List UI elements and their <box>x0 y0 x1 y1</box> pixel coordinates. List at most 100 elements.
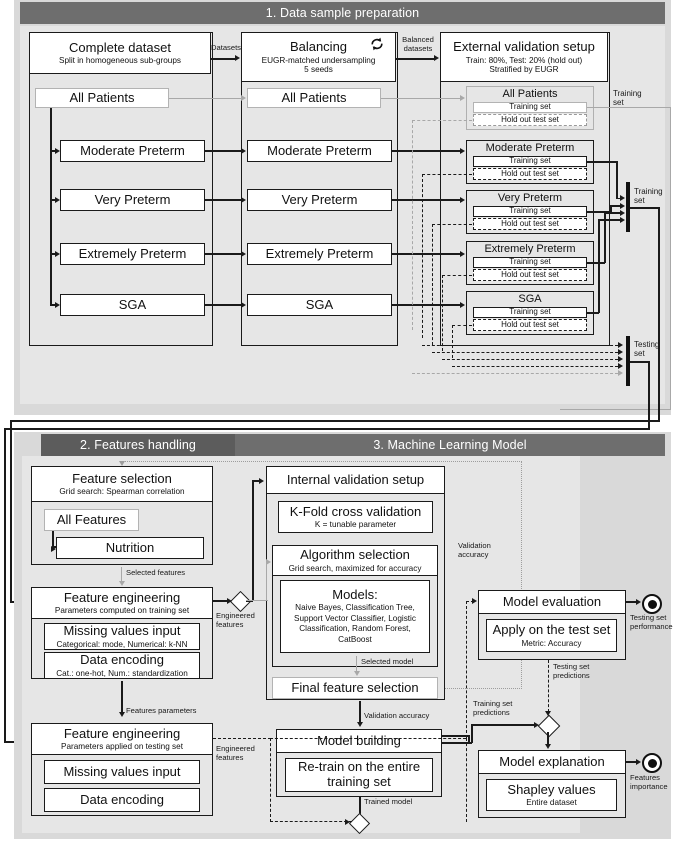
c1-sga[interactable]: SGA <box>60 294 205 316</box>
c1-all-patients-label: All Patients <box>69 89 135 105</box>
model-explanation-shapley-box[interactable]: Shapley values Entire dataset <box>486 779 617 811</box>
ap-holdout-rail-h <box>412 120 472 121</box>
ap-arrow-2 <box>460 95 465 101</box>
c1-extremely-preterm[interactable]: Extremely Preterm <box>60 243 205 265</box>
diamond-to-algo-h <box>246 600 268 602</box>
vp-holdout-rail-v <box>432 224 433 345</box>
ep-train-feed-h1 <box>587 262 605 264</box>
c3-ep-training-set[interactable]: Training set <box>473 257 587 268</box>
balancing-box[interactable]: Balancing EUGR-matched undersampling 5 s… <box>241 32 396 82</box>
testing-feed-3 <box>442 359 618 360</box>
allfeat-nutrition-arrow <box>51 545 56 552</box>
feature-engineering-train-box[interactable]: Feature engineering Parameters computed … <box>31 587 213 619</box>
c3-ap-holdout[interactable]: Hold out test set <box>473 114 587 126</box>
testing-feed-arrow-3 <box>618 356 623 363</box>
fe-test-missing-values[interactable]: Missing values input <box>44 760 200 784</box>
models-box[interactable]: Models: Naive Bayes, Classification Tree… <box>280 580 430 653</box>
c1-all-patients[interactable]: All Patients <box>35 88 169 108</box>
c2-very-preterm[interactable]: Very Preterm <box>247 189 392 211</box>
internal-validation-box[interactable]: Internal validation setup <box>266 466 445 494</box>
engineered-features-label-a: Engineered features <box>216 611 255 629</box>
model-building-title: Model building <box>317 732 401 748</box>
c3-very-title: Very Preterm <box>497 192 563 204</box>
vp-holdout-rail-h <box>432 224 472 225</box>
c3-ap-training-set[interactable]: Training set <box>473 102 587 113</box>
section-1-title: 1. Data sample preparation <box>265 6 420 20</box>
all-features-box[interactable]: All Features <box>44 509 139 531</box>
c1-very-preterm[interactable]: Very Preterm <box>60 189 205 211</box>
model-building-box[interactable]: Model building <box>276 729 442 753</box>
sga-arrow2 <box>460 301 465 308</box>
balancing-sub: EUGR-matched undersampling <box>261 55 376 65</box>
feature-selection-title: Feature selection <box>72 470 172 486</box>
selected-model-line <box>356 656 358 672</box>
diamond-to-ivs-h <box>252 480 260 482</box>
c3-mp-training-set[interactable]: Training set <box>473 156 587 167</box>
c3-moderate-title: Moderate Preterm <box>485 142 575 154</box>
kfold-box[interactable]: K-Fold cross validation K = tunable para… <box>278 501 433 533</box>
predictions-diamond-down <box>547 732 549 745</box>
nutrition-box[interactable]: Nutrition <box>56 537 204 559</box>
eval-to-node-line <box>626 601 638 603</box>
c3-sga-training-set[interactable]: Training set <box>473 307 587 318</box>
complete-dataset-box[interactable]: Complete dataset Split in homogeneous su… <box>29 32 211 74</box>
selected-model-arrow <box>353 671 360 676</box>
c2-moderate-preterm-label: Moderate Preterm <box>267 142 372 158</box>
ep-arrow2 <box>460 250 465 257</box>
trained-model-label: Trained model <box>364 797 413 806</box>
c1-moderate-preterm-label: Moderate Preterm <box>80 142 185 158</box>
mb-right-out-h <box>442 735 470 737</box>
c2-extremely-preterm-label: Extremely Preterm <box>265 245 374 261</box>
fe-train-data-encoding[interactable]: Data encoding Cat.: one-hot, Num.: stand… <box>44 652 200 679</box>
c1-moderate-preterm[interactable]: Moderate Preterm <box>60 140 205 162</box>
c3-vp-training-set[interactable]: Training set <box>473 206 587 217</box>
fe-test-data-encoding[interactable]: Data encoding <box>44 788 200 812</box>
training-out-v3 <box>10 583 12 603</box>
testing-set-performance-node <box>642 594 662 614</box>
ap-train-route-h2 <box>560 409 671 411</box>
c3-mp-holdout[interactable]: Hold out test set <box>473 168 587 180</box>
algorithm-selection-sub: Grid search, maximized for accuracy <box>288 563 422 573</box>
ep-holdout-rail-v <box>442 275 443 351</box>
c3-sga-holdout[interactable]: Hold out test set <box>473 319 587 331</box>
c3-ep-holdout[interactable]: Hold out test set <box>473 269 587 281</box>
model-explanation-sub: Shapley values <box>507 781 596 797</box>
ap-link-2 <box>381 97 461 99</box>
c3-vp-holdout[interactable]: Hold out test set <box>473 218 587 230</box>
fe-test-dashed-h2 <box>270 821 352 822</box>
c1-very-preterm-label: Very Preterm <box>94 191 171 207</box>
validation-accuracy-side-label: Validation accuracy <box>458 541 491 559</box>
model-evaluation-apply-box[interactable]: Apply on the test set Metric: Accuracy <box>486 619 617 652</box>
c2-all-patients[interactable]: All Patients <box>247 88 381 108</box>
model-evaluation-box[interactable]: Model evaluation <box>478 590 626 614</box>
fe-train-to-diamond <box>213 600 228 602</box>
model-explanation-box[interactable]: Model explanation <box>478 750 626 774</box>
c1-branch-3 <box>50 253 56 255</box>
c2-moderate-preterm[interactable]: Moderate Preterm <box>247 140 392 162</box>
mp-train-arrow <box>620 195 625 201</box>
testing-feed-arrow-1 <box>618 342 623 349</box>
testing-set-predictions-label: Testing set predictions <box>553 662 590 680</box>
ep-train-arrow <box>620 209 625 216</box>
mp-arrow2 <box>460 147 465 154</box>
external-validation-box[interactable]: External validation setup Train: 80%, Te… <box>440 32 608 82</box>
fe-train-missing-values[interactable]: Missing values input Categorical: mode, … <box>44 623 200 650</box>
model-building-retrain-box[interactable]: Re-train on the entire training set <box>285 758 433 792</box>
algorithm-selection-box[interactable]: Algorithm selection Grid search, maximiz… <box>272 545 438 576</box>
validation-accuracy-label: Validation accuracy <box>364 711 430 720</box>
ep-link <box>205 253 242 255</box>
ap-arrow-1 <box>241 95 246 101</box>
balancing-title: Balancing <box>289 39 348 55</box>
c2-sga[interactable]: SGA <box>247 294 392 316</box>
fe-test-title: Feature engineering <box>63 725 181 741</box>
feature-engineering-test-box[interactable]: Feature engineering Parameters applied o… <box>31 723 213 755</box>
feature-selection-box[interactable]: Feature selection Grid search: Spearman … <box>31 466 213 502</box>
feedback-dotted-arrow <box>119 461 125 466</box>
balancing-sub2: 5 seeds <box>304 64 333 74</box>
c2-extremely-preterm[interactable]: Extremely Preterm <box>247 243 392 265</box>
training-out-h <box>630 207 660 209</box>
final-feature-selection-box[interactable]: Final feature selection <box>272 677 438 699</box>
datasets-label: Datasets <box>211 43 241 52</box>
model-evaluation-sub: Apply on the test set <box>492 622 611 638</box>
testing-feed-arrow-5 <box>618 370 623 377</box>
